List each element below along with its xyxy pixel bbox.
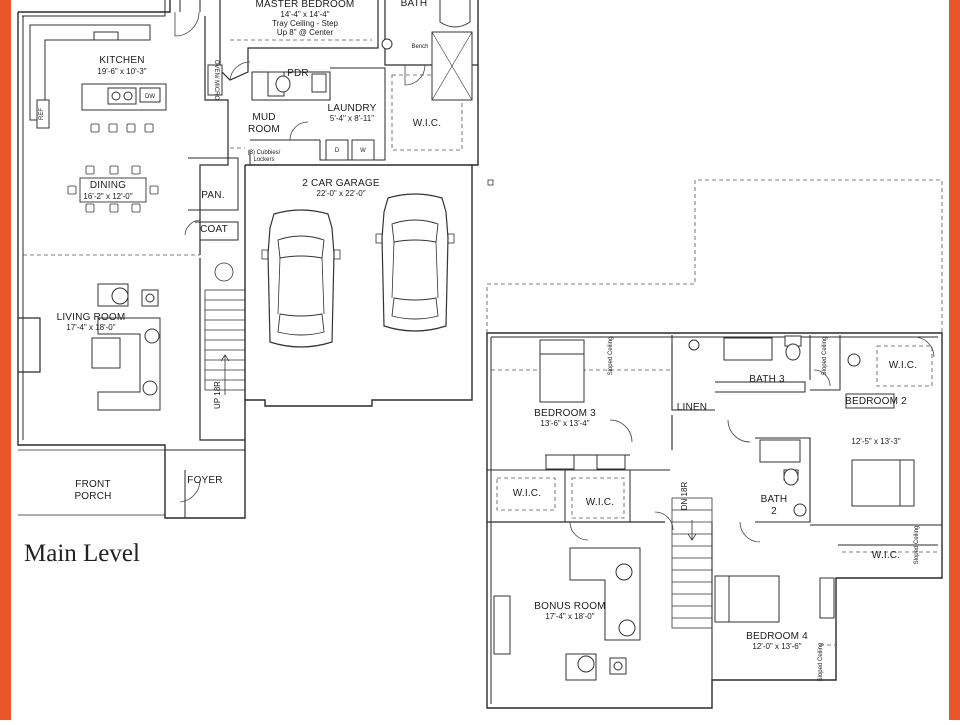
label-dryer: D bbox=[335, 148, 340, 154]
ceiling-bedroom-4: Sloped Ceiling bbox=[818, 643, 824, 682]
label-pantry: PAN. bbox=[201, 190, 224, 201]
label-front-porch-1: FRONT bbox=[75, 479, 110, 490]
label-mud: MUD bbox=[252, 112, 275, 123]
kitchen-fixtures bbox=[29, 24, 223, 133]
master-bath-fixtures bbox=[267, 0, 473, 161]
label-bonus-room: BONUS ROOM bbox=[534, 601, 605, 612]
label-linen: LINEN bbox=[677, 402, 707, 413]
upper-level-plan bbox=[486, 332, 943, 709]
label-bath-3: BATH 3 bbox=[749, 374, 785, 385]
note-master-ceiling-1: Tray Ceiling - Step bbox=[272, 19, 339, 28]
bed-bedroom-2 bbox=[851, 459, 915, 507]
dims-bedroom-2: 12'-5" x 13'-3" bbox=[851, 437, 900, 446]
main-level-plan bbox=[17, 0, 479, 519]
label-dining: DINING bbox=[90, 180, 126, 191]
bed-bedroom-4 bbox=[714, 575, 780, 623]
label-foyer: FOYER bbox=[187, 475, 222, 486]
upper-dashed-lines bbox=[486, 179, 943, 646]
main-dashed-lines bbox=[23, 39, 463, 256]
label-bath-2-line1: BATH bbox=[761, 494, 788, 505]
ceiling-bedroom-2: Sloped Ceiling bbox=[822, 337, 828, 376]
label-mud-room: ROOM bbox=[248, 124, 280, 135]
dims-bonus-room: 17'-4" x 18'-0" bbox=[545, 612, 594, 621]
dims-master-bedroom: 14'-4" x 14'-4" bbox=[280, 10, 329, 19]
marker-square bbox=[487, 179, 494, 186]
bed-bedroom-3 bbox=[539, 339, 585, 403]
label-living-room: LIVING ROOM bbox=[57, 312, 126, 323]
dims-living-room: 17'-4" x 18'-0" bbox=[66, 323, 115, 332]
living-room-furniture bbox=[91, 283, 161, 411]
label-wic-a: W.I.C. bbox=[513, 488, 541, 499]
label-garage: 2 CAR GARAGE bbox=[302, 178, 380, 189]
label-cubbies-1: (3) Cubbies/ bbox=[248, 150, 281, 156]
level-caption: Main Level bbox=[24, 540, 140, 567]
label-wic-b: W.I.C. bbox=[586, 497, 614, 508]
upper-beds bbox=[539, 339, 915, 623]
label-coat: COAT bbox=[200, 224, 228, 235]
label-bath-2-line2: 2 bbox=[771, 506, 777, 517]
dims-garage: 22'-0" x 22'-0" bbox=[316, 189, 365, 198]
label-oven-micro: OVEN/ MICRO bbox=[213, 60, 219, 101]
note-master-ceiling-2: Up 8" @ Center bbox=[277, 28, 334, 37]
label-cubbies-2: Lockers bbox=[253, 157, 274, 163]
label-bedroom-4: BEDROOM 4 bbox=[746, 631, 808, 642]
label-laundry: LAUNDRY bbox=[327, 103, 376, 114]
label-refrigerator: REF bbox=[39, 108, 45, 120]
main-level-labels: MASTER BEDROOM 14'-4" x 14'-4" Tray Ceil… bbox=[24, 0, 441, 567]
upper-level-labels: BEDROOM 3 13'-6" x 13'-4" Sloped Ceiling… bbox=[513, 337, 920, 682]
label-washer: W bbox=[360, 148, 366, 154]
label-master-wic: W.I.C. bbox=[413, 118, 441, 129]
dims-bedroom-3: 13'-6" x 13'-4" bbox=[540, 419, 589, 428]
door-swings bbox=[174, 11, 935, 543]
label-front-porch-2: PORCH bbox=[74, 491, 111, 502]
label-bedroom-3: BEDROOM 3 bbox=[534, 408, 596, 419]
label-kitchen: KITCHEN bbox=[99, 55, 144, 66]
dims-kitchen: 19'-6" x 10'-3" bbox=[97, 67, 146, 76]
label-wic-bedroom2-top: W.I.C. bbox=[889, 360, 917, 371]
label-bedroom-2: BEDROOM 2 bbox=[845, 396, 907, 407]
label-stair-up: UP 18R bbox=[213, 381, 222, 409]
ceiling-bedroom-3: Sloped Ceiling bbox=[608, 337, 614, 376]
dining-table bbox=[67, 165, 159, 213]
label-master-bedroom: MASTER BEDROOM bbox=[256, 0, 355, 10]
ceiling-wic-bedroom2: Sloped Ceiling bbox=[914, 526, 920, 565]
upper-fixtures bbox=[688, 335, 861, 517]
dims-bedroom-4: 12'-0" x 13'-6" bbox=[752, 642, 801, 651]
upper-stairs bbox=[671, 497, 713, 629]
main-stairs bbox=[204, 262, 246, 395]
label-wic-bedroom2-low: W.I.C. bbox=[872, 550, 900, 561]
dims-dining: 16'-2" x 12'-0" bbox=[83, 192, 132, 201]
dims-laundry: 5'-4" x 8'-11" bbox=[330, 114, 374, 123]
label-stair-down: DN 18R bbox=[680, 482, 689, 511]
label-bench: Bench bbox=[411, 44, 428, 50]
label-master-bath: BATH bbox=[401, 0, 428, 9]
label-pdr: PDR bbox=[287, 68, 309, 79]
label-dishwasher: DW bbox=[145, 94, 155, 100]
bonus-room-furniture bbox=[493, 547, 641, 681]
